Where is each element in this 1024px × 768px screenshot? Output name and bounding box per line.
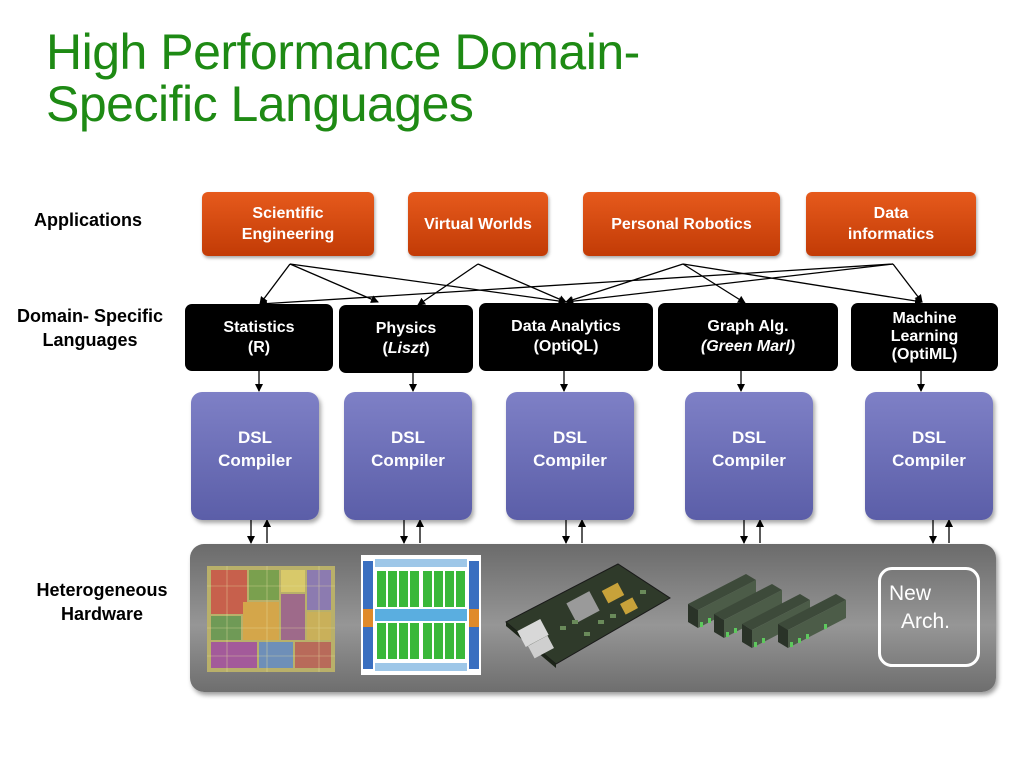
dsl-data-analytics: Data Analytics (OptiQL) [479, 303, 653, 371]
hardware-row-label: Heterogeneous Hardware [36, 580, 168, 624]
dsl-to-compiler-arrows [255, 371, 925, 392]
new-arch-box: New Arch. [878, 567, 980, 667]
dsl-graph-alg: Graph Alg. (Green Marl) [658, 303, 838, 371]
applications-label: Applications [33, 210, 142, 230]
dsl-row-label: Domain- Specific Languages [16, 306, 164, 350]
dsl-physics: Physics (Liszt) [339, 305, 473, 373]
app-personal-robotics: Personal Robotics [583, 192, 780, 256]
cluster-rack-image [688, 574, 846, 648]
dsl-statistics: Statistics (R) [185, 304, 333, 371]
app-virtual-worlds: Virtual Worlds [408, 192, 548, 256]
dsl-machine-learning: Machine Learning (OptiML) [851, 303, 998, 371]
page-title: High Performance Domain- Specific Langua… [46, 24, 640, 132]
fpga-board-image [505, 563, 671, 668]
cpu-die-image [207, 566, 335, 672]
compiler-hardware-arrows [247, 519, 953, 544]
app-to-dsl-arrows [259, 263, 923, 308]
gpu-diagram-image [361, 555, 481, 675]
